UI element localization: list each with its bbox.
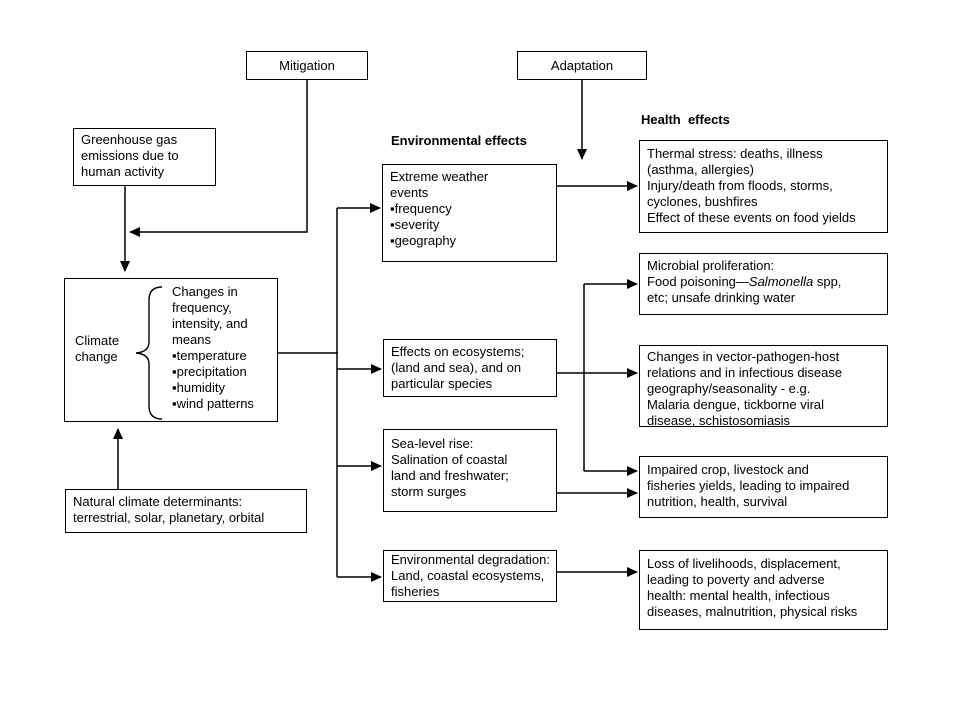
loss-of-livelihoods-box: Loss of livelihoods, displacement, leadi… (639, 550, 888, 630)
sea-level-rise-box: Sea-level rise: Salination of coastal la… (383, 429, 557, 512)
microbial-text-pre: Microbial proliferation: Food poisoning— (647, 258, 775, 289)
climate-change-box: Climate change Changes in frequency, int… (64, 278, 278, 422)
microbial-proliferation-box: Microbial proliferation: Food poisoning—… (639, 253, 888, 315)
extreme-weather-box: Extreme weather events ▪frequency ▪sever… (382, 164, 557, 262)
microbial-text-italic: Salmonella (748, 274, 814, 289)
environmental-degradation-box: Environmental degradation: Land, coastal… (383, 550, 557, 602)
health-effects-label: Health effects (641, 112, 730, 127)
microbial-text-post: spp, etc; unsafe drinking water (647, 274, 842, 305)
adaptation-box: Adaptation (517, 51, 647, 80)
thermal-stress-box: Thermal stress: deaths, illness (asthma,… (639, 140, 888, 233)
natural-determinants-box: Natural climate determinants: terrestria… (65, 489, 307, 533)
climate-change-label: Climate change (75, 333, 120, 364)
impaired-yields-box: Impaired crop, livestock and fisheries y… (639, 456, 888, 518)
climate-change-detail: Changes in frequency, intensity, and mea… (172, 284, 254, 411)
curly-brace-icon (135, 286, 163, 420)
mitigation-box: Mitigation (246, 51, 368, 80)
greenhouse-gas-box: Greenhouse gas emissions due to human ac… (73, 128, 216, 186)
ecosystems-effects-box: Effects on ecosystems; (land and sea), a… (383, 339, 557, 397)
vector-pathogen-box: Changes in vector-pathogen-host relation… (639, 345, 888, 428)
environmental-effects-label: Environmental effects (391, 133, 527, 148)
